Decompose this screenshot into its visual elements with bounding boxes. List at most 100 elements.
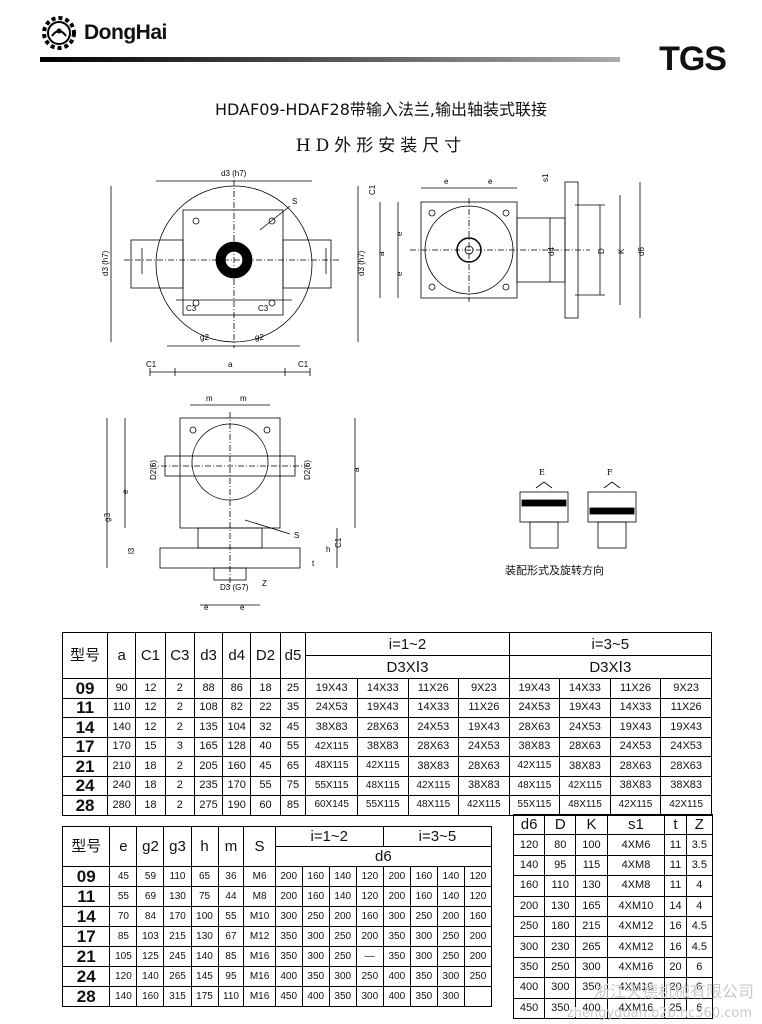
label-e-upper: e [395, 231, 404, 236]
table-cell: 55X115 [357, 795, 409, 816]
table-cell: 210 [107, 756, 137, 777]
brand-logo: DongHai [40, 14, 167, 52]
header-d4: d4 [222, 632, 252, 679]
header-d6: d6 [512, 813, 546, 836]
header-e: e [109, 826, 138, 867]
table-cell: 250 [436, 926, 465, 947]
table-cell: 350 [274, 926, 303, 947]
table-cell: 300 [409, 946, 438, 967]
table-cell: 55 [109, 886, 138, 907]
table-cell: 300 [436, 966, 465, 987]
table-cell: 140 [136, 966, 165, 987]
table-cell: 165 [193, 736, 224, 757]
table-cell: 65 [190, 866, 219, 887]
table-cell: 400 [301, 986, 330, 1007]
table-cell: 22 [250, 697, 281, 718]
table-cell: 20 [664, 956, 687, 979]
table-cell: 85 [109, 926, 138, 947]
table-cell: 12 [135, 678, 166, 699]
table-cell: 19X43 [559, 697, 611, 718]
table-cell: 18 [135, 795, 166, 816]
table-cell: 200 [512, 895, 546, 917]
table-cell: 350 [409, 986, 438, 1007]
table-cell: 55 [279, 736, 307, 757]
label-l3: l3 [127, 547, 136, 554]
table-cell: 215 [575, 915, 608, 938]
table-cell: 3.5 [685, 854, 714, 877]
table-cell: 300 [575, 956, 608, 979]
model-cell: 21 [61, 946, 111, 967]
model-cell: 11 [61, 886, 111, 907]
table-cell: 200 [274, 886, 303, 907]
table-cell: 14X33 [357, 678, 409, 699]
label-a-top: a [228, 360, 233, 369]
table-cell: 48X115 [407, 795, 460, 816]
table-cell: 14X33 [407, 697, 460, 718]
table-cell: 18 [135, 756, 166, 777]
table-cell: 42X115 [609, 795, 662, 816]
table-cell: 4XM8 [606, 854, 666, 877]
model-cell: 09 [61, 678, 109, 699]
table-cell: 350 [409, 966, 438, 987]
table-cell: 38X83 [508, 736, 561, 757]
table-cell: 300 [328, 966, 357, 987]
label-c3-left: C3 [186, 304, 197, 313]
header-z: Z [685, 813, 714, 836]
label-d3-left: d3 (h7) [101, 250, 110, 276]
table-cell: 38X83 [407, 756, 460, 777]
table-cell: 300 [512, 936, 546, 958]
table-cell: 100 [575, 834, 608, 856]
header-d: D [544, 813, 577, 836]
table-cell: 28X63 [559, 736, 611, 757]
label-K: K [617, 248, 626, 254]
label-c1-left: C1 [146, 360, 157, 369]
table-cell: 18 [135, 775, 166, 796]
table-cell: 108 [193, 697, 224, 718]
table-cell: 300 [301, 926, 330, 947]
model-cell: 21 [61, 756, 109, 777]
table-cell: 250 [328, 926, 357, 947]
table-cell: 90 [107, 678, 137, 699]
table-cell: 38X83 [305, 717, 358, 738]
table-cell: 19X43 [357, 697, 409, 718]
table-cell: 4 [685, 875, 714, 897]
table-cell: 200 [328, 906, 357, 927]
header-m: m [217, 826, 245, 867]
table-cell: 350 [274, 946, 303, 967]
table-cell: 32 [250, 717, 281, 738]
table-cell: M16 [243, 946, 276, 967]
header-model: 型号 [61, 826, 111, 867]
table-cell: 300 [355, 986, 384, 1007]
table-cell: 24X53 [559, 717, 611, 738]
table-cell: 55 [217, 906, 245, 927]
table-cell: 400 [575, 997, 608, 1019]
label-c1-right: C1 [298, 360, 309, 369]
table-cell: 9X23 [660, 678, 712, 699]
table-cell: 42X115 [508, 756, 561, 777]
table-cell: 400 [512, 977, 546, 999]
table-cell: 19X43 [660, 717, 712, 738]
label-e-front: e [121, 489, 130, 494]
model-cell: 14 [61, 906, 111, 927]
table-cell: 350 [328, 986, 357, 1007]
header-D2: D2 [250, 632, 281, 679]
table-cell: 235 [193, 775, 224, 796]
table-cell: 38X83 [660, 775, 712, 796]
label-D: D [597, 248, 606, 254]
table-cell: 300 [301, 946, 330, 967]
series-logo: TGS [659, 40, 727, 78]
table-cell: 24X53 [609, 736, 662, 757]
drawing-side-view: e e C1 s1 a e e d4 D K d6 [368, 173, 646, 319]
table-cell: 120 [355, 866, 384, 887]
table-cell: 275 [193, 795, 224, 816]
technical-drawing: d3 (h7) S g2 g2 C3 C3 d3 (h7) d3 (h7) e … [101, 169, 646, 612]
table-cell: 24X53 [407, 717, 460, 738]
table-cell: 200 [355, 926, 384, 947]
label-e-top-left: e [444, 177, 449, 186]
table-cell: 55X115 [508, 795, 561, 816]
header-t: t [664, 813, 687, 836]
